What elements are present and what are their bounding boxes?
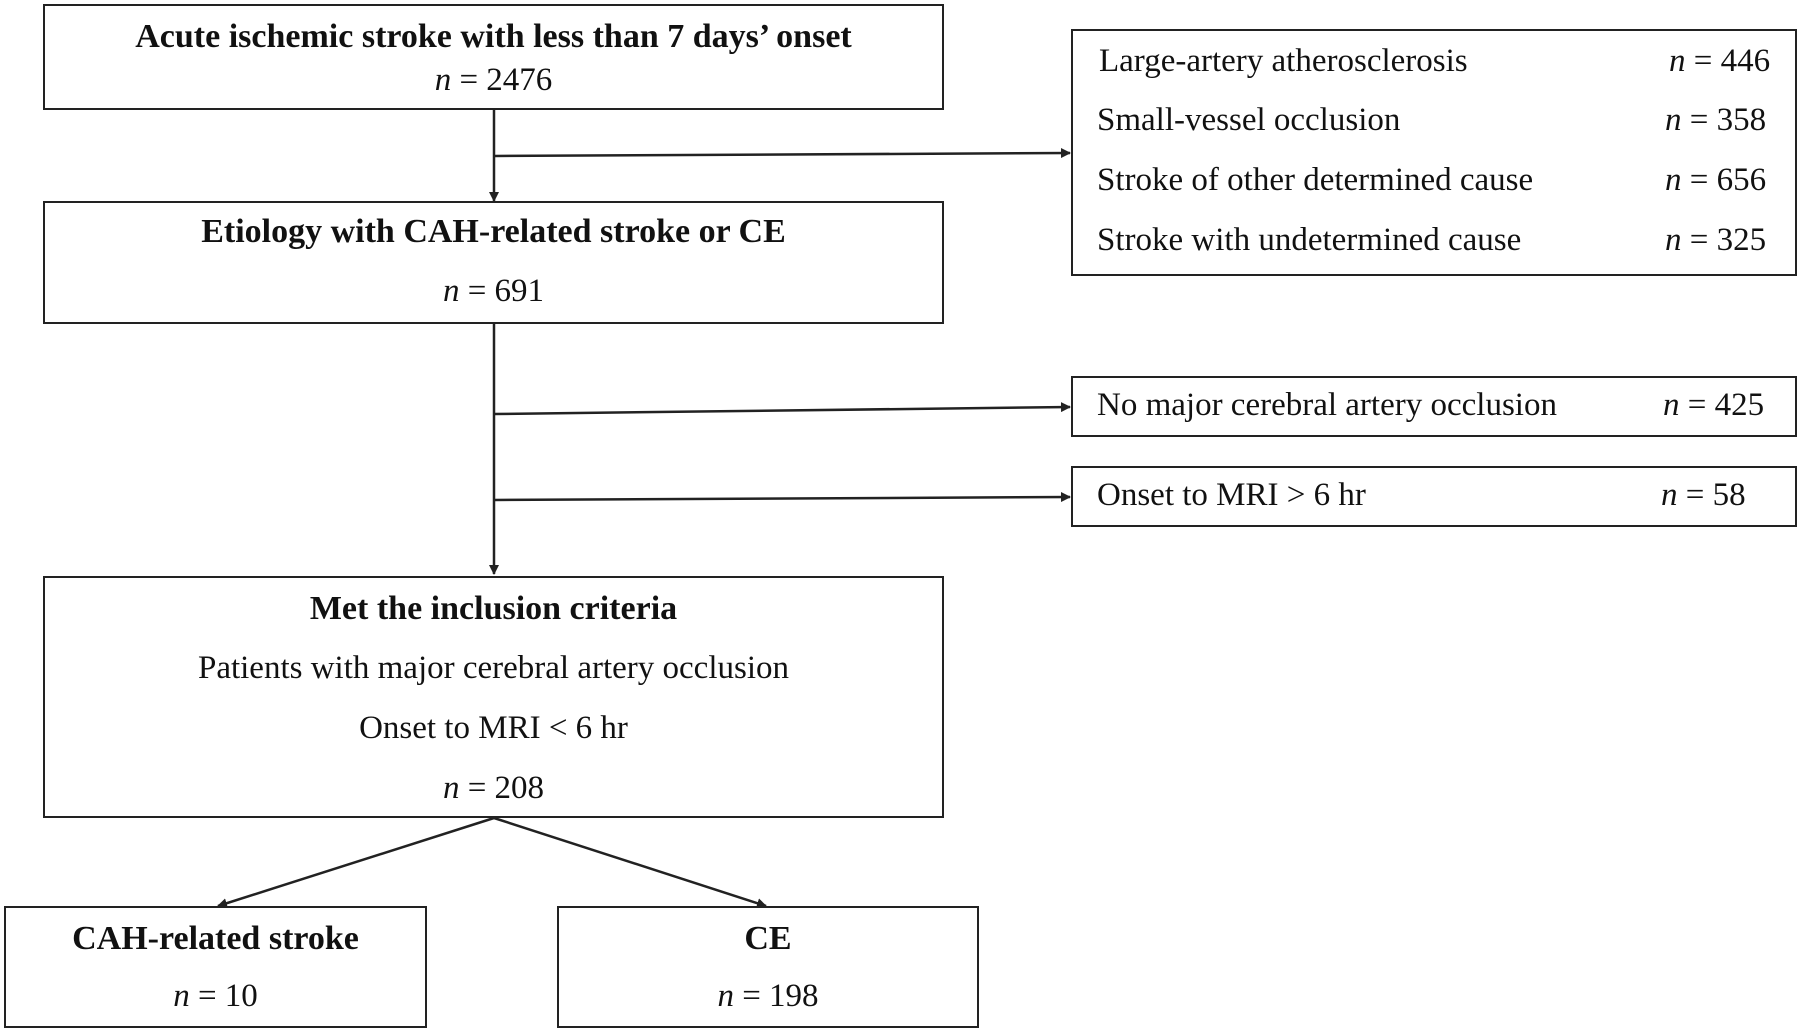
exclusion-no-occlusion-count: n = 425	[1663, 387, 1765, 423]
exclusion-late-mri-label: Onset to MRI > 6 hr	[1097, 477, 1366, 513]
exclusion-item-count: n = 325	[1665, 222, 1767, 258]
node-etiology-count: n = 691	[442, 273, 545, 309]
exclusion-no-occlusion-label: No major cerebral artery occlusion	[1097, 387, 1557, 423]
node-acute-stroke-title: Acute ischemic stroke with less than 7 d…	[135, 18, 852, 55]
exclusion-item: Large-artery atherosclerosis	[1099, 43, 1468, 80]
node-inclusion-count: n = 208	[442, 770, 545, 806]
exclusion-etiology-list: Large-artery atherosclerosis n = 446 Sma…	[1071, 29, 1797, 276]
exclusion-item-count: n = 656	[1665, 162, 1767, 198]
node-acute-stroke-count: n = 2476	[434, 62, 553, 98]
node-inclusion-title: Met the inclusion criteria	[309, 590, 678, 627]
arrow-to-no-occlusion	[493, 402, 1071, 416]
node-etiology: Etiology with CAH-related stroke or CE n…	[43, 201, 944, 324]
node-cah-stroke-title: CAH-related stroke	[72, 920, 359, 957]
arrow-to-etiology-exclusions	[493, 148, 1071, 159]
node-ce: CE n = 198	[557, 906, 979, 1028]
exclusion-late-mri-count: n = 58	[1661, 477, 1746, 513]
exclusion-item-label: Stroke with undetermined cause	[1097, 222, 1522, 258]
node-inclusion-criterion-mri: Onset to MRI < 6 hr	[359, 710, 628, 746]
node-inclusion: Met the inclusion criteria Patients with…	[43, 576, 944, 818]
arrow-inclusion-to-ce	[493, 816, 767, 908]
node-acute-stroke: Acute ischemic stroke with less than 7 d…	[43, 4, 944, 110]
exclusion-item: Stroke of other determined cause	[1097, 162, 1533, 199]
node-ce-count: n = 198	[717, 978, 819, 1014]
exclusion-item-label: Small-vessel occlusion	[1097, 102, 1401, 138]
exclusion-late-mri: Onset to MRI > 6 hr n = 58	[1071, 466, 1797, 527]
exclusion-item-label: Large-artery atherosclerosis	[1099, 43, 1468, 79]
node-etiology-title: Etiology with CAH-related stroke or CE	[201, 213, 786, 250]
exclusion-item-count: n = 358	[1665, 102, 1767, 138]
node-inclusion-criterion-occlusion: Patients with major cerebral artery occl…	[197, 650, 790, 686]
exclusion-item-label: Stroke of other determined cause	[1097, 162, 1534, 198]
arrow-inclusion-to-cah	[217, 816, 495, 909]
node-cah-stroke-count: n = 10	[173, 978, 258, 1014]
exclusion-item: Stroke with undetermined cause	[1097, 222, 1521, 259]
node-ce-title: CE	[744, 920, 792, 957]
arrow-to-late-mri	[493, 492, 1071, 503]
exclusion-no-occlusion: No major cerebral artery occlusion n = 4…	[1071, 376, 1797, 437]
exclusion-item: Small-vessel occlusion	[1097, 102, 1400, 139]
node-cah-stroke: CAH-related stroke n = 10	[4, 906, 427, 1028]
exclusion-item-count: n = 446	[1669, 43, 1771, 79]
